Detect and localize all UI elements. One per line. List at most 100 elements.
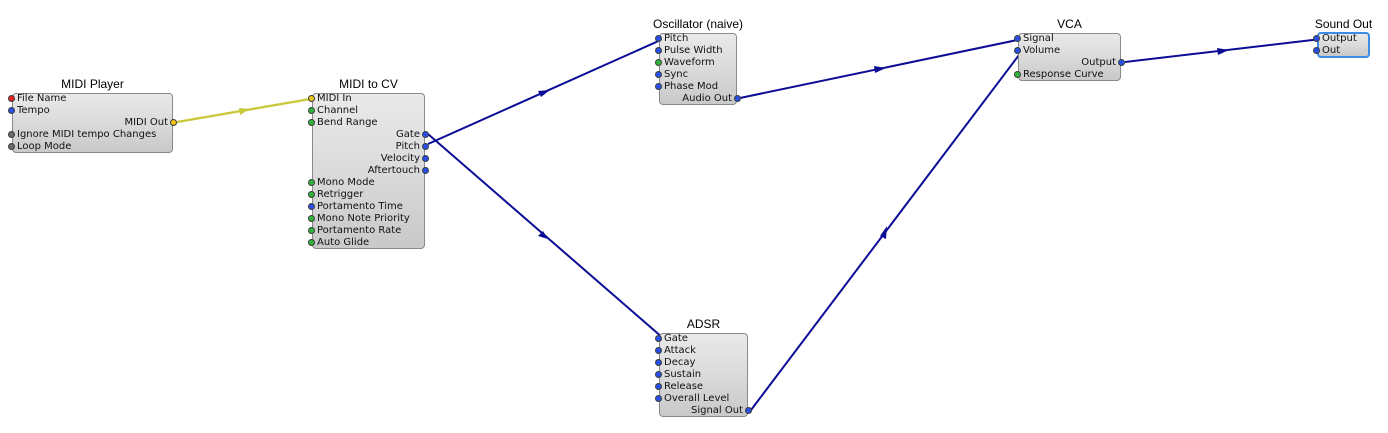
wire-pitch-to-osc-pitch[interactable] <box>427 38 664 145</box>
node-title: VCA <box>1057 17 1082 31</box>
port-aftertouch-out[interactable]: Aftertouch <box>368 165 429 177</box>
port-connector-blue-icon[interactable] <box>655 383 662 390</box>
port-connector-blue-icon[interactable] <box>655 83 662 90</box>
node-title: Sound Out <box>1314 17 1373 31</box>
port-signal-out[interactable]: Signal Out <box>691 405 752 417</box>
port-connector-blue-icon[interactable] <box>422 167 429 174</box>
wire-vca-output-to-sound-out[interactable] <box>1124 38 1322 63</box>
port-connector-green-icon[interactable] <box>308 191 315 198</box>
port-ignore-midi-tempo-changes[interactable]: Ignore MIDI tempo Changes <box>8 129 156 141</box>
port-connector-green-icon[interactable] <box>308 215 315 222</box>
wire-arrow <box>538 90 550 97</box>
port-response-curve[interactable]: Response Curve <box>1014 69 1104 81</box>
node-body[interactable] <box>312 93 425 249</box>
port-portamento-time[interactable]: Portamento Time <box>308 201 403 213</box>
wire-audio-out-to-vca-signal[interactable] <box>739 38 1023 99</box>
port-retrigger[interactable]: Retrigger <box>308 189 363 201</box>
port-connector-blue-icon[interactable] <box>655 71 662 78</box>
node-midi-player[interactable]: MIDI Player File Name Tempo MIDI Out Ign… <box>8 77 177 153</box>
port-connector-green-icon[interactable] <box>308 179 315 186</box>
port-connector-blue-icon[interactable] <box>655 395 662 402</box>
port-portamento-rate[interactable]: Portamento Rate <box>308 225 401 237</box>
port-connector-green-icon[interactable] <box>308 239 315 246</box>
port-connector-green-icon[interactable] <box>1014 71 1021 78</box>
wire-arrow <box>1217 48 1229 55</box>
port-connector-blue-icon[interactable] <box>655 371 662 378</box>
port-output[interactable]: Output <box>1081 57 1125 69</box>
port-auto-glide[interactable]: Auto Glide <box>308 237 369 249</box>
port-pitch-out[interactable]: Pitch <box>396 141 429 153</box>
port-volume[interactable]: Volume <box>1014 45 1060 57</box>
port-connector-grey-icon[interactable] <box>8 131 15 138</box>
port-connector-blue-icon[interactable] <box>1313 35 1320 42</box>
port-connector-blue-icon[interactable] <box>1014 47 1021 54</box>
node-sound-out[interactable]: Sound Out Output Out <box>1313 17 1372 58</box>
wire-midi-player-to-midi-to-cv[interactable] <box>176 96 317 124</box>
port-gate-out[interactable]: Gate <box>396 129 429 141</box>
port-connector-blue-icon[interactable] <box>655 47 662 54</box>
port-channel[interactable]: Channel <box>308 105 358 117</box>
port-file-name[interactable]: File Name <box>8 93 66 105</box>
node-midi-to-cv[interactable]: MIDI to CV MIDI In Channel Bend Range Ga… <box>308 77 429 249</box>
node-body[interactable] <box>12 93 173 153</box>
port-connector-green-icon[interactable] <box>308 227 315 234</box>
node-body[interactable] <box>1317 32 1370 58</box>
port-connector-blue-icon[interactable] <box>655 359 662 366</box>
port-connector-blue-icon[interactable] <box>655 35 662 42</box>
port-midi-in[interactable]: MIDI In <box>308 93 352 105</box>
node-oscillator[interactable]: Oscillator (naive) Pitch Pulse Width Wav… <box>653 17 743 105</box>
port-bend-range[interactable]: Bend Range <box>308 117 378 129</box>
port-release[interactable]: Release <box>655 381 703 393</box>
node-title: MIDI to CV <box>339 77 398 91</box>
port-connector-blue-icon[interactable] <box>734 95 741 102</box>
node-vca[interactable]: VCA Signal Volume Output Response Curve <box>1014 17 1125 81</box>
port-connector-grey-icon[interactable] <box>8 143 15 150</box>
wire-arrow <box>239 108 250 115</box>
port-phase-mod[interactable]: Phase Mod <box>655 81 718 93</box>
port-connector-blue-icon[interactable] <box>422 155 429 162</box>
port-connector-blue-icon[interactable] <box>1313 47 1320 54</box>
port-connector-green-icon[interactable] <box>308 107 315 114</box>
port-pulse-width[interactable]: Pulse Width <box>655 45 723 57</box>
port-overall-level[interactable]: Overall Level <box>655 393 729 405</box>
port-connector-green-icon[interactable] <box>308 119 315 126</box>
port-connector-blue-icon[interactable] <box>1014 35 1021 42</box>
wire-gate-to-adsr-gate[interactable] <box>427 133 664 339</box>
port-midi-out[interactable]: MIDI Out <box>124 117 177 129</box>
port-mono-mode[interactable]: Mono Mode <box>308 177 375 189</box>
port-connector-blue-icon[interactable] <box>655 347 662 354</box>
node-title: ADSR <box>686 317 721 331</box>
port-gate-in[interactable]: Gate <box>655 333 688 345</box>
port-sync[interactable]: Sync <box>655 69 688 81</box>
wire-signal-out-to-vca-volume[interactable] <box>750 50 1023 411</box>
port-connector-blue-icon[interactable] <box>655 335 662 342</box>
port-connector-blue-icon[interactable] <box>745 407 752 414</box>
node-body[interactable] <box>659 33 737 105</box>
port-sustain[interactable]: Sustain <box>655 369 701 381</box>
port-connector-red-icon[interactable] <box>8 95 15 102</box>
node-adsr[interactable]: ADSR Gate Attack Decay Sustain Release O… <box>655 317 752 417</box>
wire-arrow <box>880 226 887 239</box>
port-connector-blue-icon[interactable] <box>422 143 429 150</box>
port-decay[interactable]: Decay <box>655 357 695 369</box>
port-signal-in[interactable]: Signal <box>1014 33 1054 45</box>
port-connector-yellow-icon[interactable] <box>308 95 315 102</box>
port-connector-yellow-icon[interactable] <box>170 119 177 126</box>
port-connector-blue-icon[interactable] <box>8 107 15 114</box>
port-tempo[interactable]: Tempo <box>8 105 50 117</box>
port-waveform[interactable]: Waveform <box>655 57 715 69</box>
port-loop-mode[interactable]: Loop Mode <box>8 141 71 153</box>
port-connector-green-icon[interactable] <box>655 59 662 66</box>
port-attack[interactable]: Attack <box>655 345 696 357</box>
port-mono-note-priority[interactable]: Mono Note Priority <box>308 213 410 225</box>
port-connector-blue-icon[interactable] <box>422 131 429 138</box>
port-connector-blue-icon[interactable] <box>1118 59 1125 66</box>
port-audio-out[interactable]: Audio Out <box>682 93 741 105</box>
node-body[interactable] <box>1018 33 1121 81</box>
node-title: Oscillator (naive) <box>652 17 744 31</box>
port-out-in[interactable]: Out <box>1313 45 1340 57</box>
port-velocity-out[interactable]: Velocity <box>381 153 429 165</box>
port-connector-blue-icon[interactable] <box>308 203 315 210</box>
port-pitch-in[interactable]: Pitch <box>655 33 688 45</box>
port-output-in[interactable]: Output <box>1313 33 1357 45</box>
